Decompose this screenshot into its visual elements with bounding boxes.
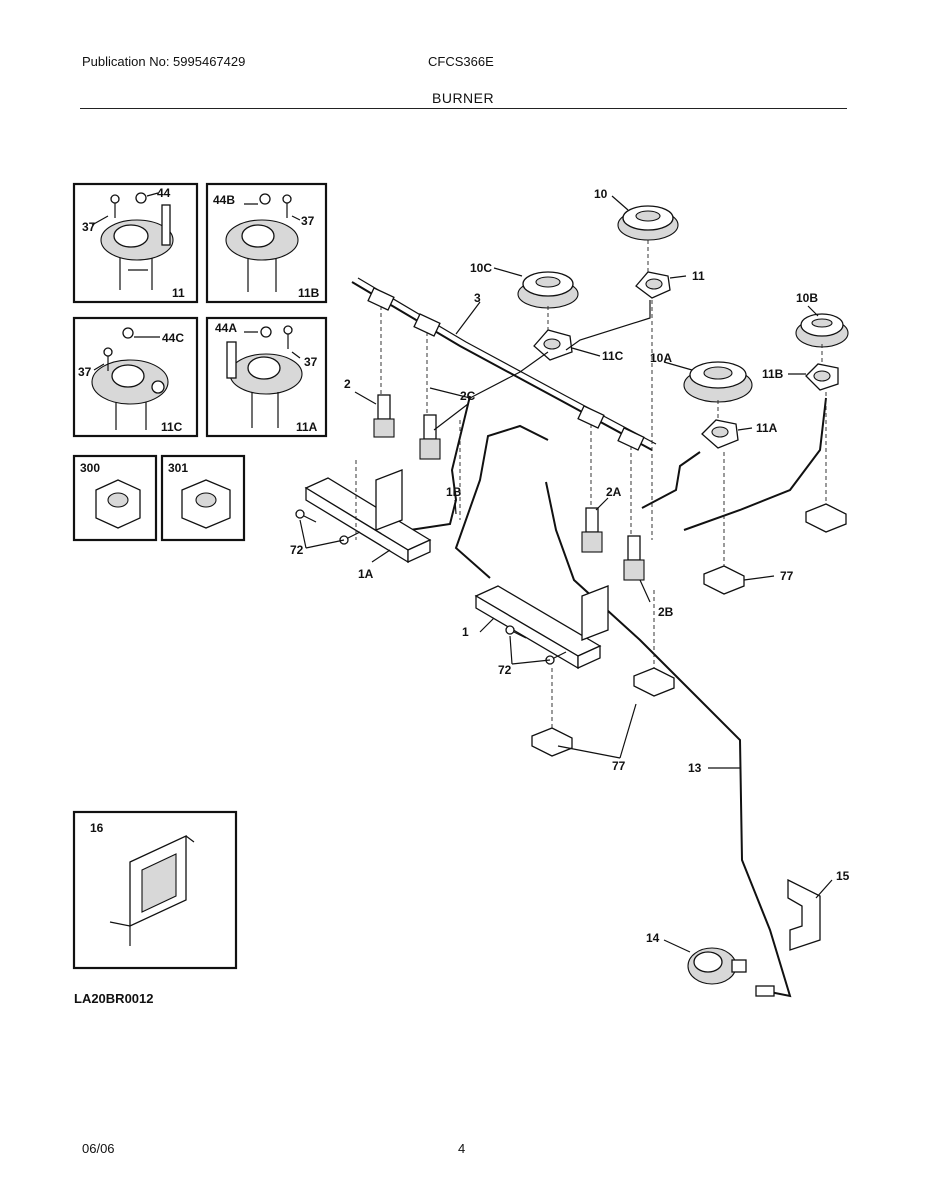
burner-head-11b (805, 363, 839, 391)
callout-2c: 2C (460, 389, 476, 403)
bracket-77-b (703, 565, 745, 595)
callout-11c: 11C (602, 349, 624, 363)
header-rule (80, 108, 847, 109)
main-exploded-view (295, 205, 849, 998)
label-37: 37 (304, 355, 318, 369)
callout-11b: 11B (762, 367, 784, 381)
callout-1b: 1B (446, 485, 462, 499)
label-44b: 44B (213, 193, 235, 207)
burner-head-11 (635, 271, 671, 299)
inset-box-11b: 44B 37 11B (205, 182, 328, 304)
inset-box-300: 300 (72, 454, 158, 542)
label-300: 300 (80, 461, 100, 475)
diagram-code: LA20BR0012 (74, 991, 154, 1006)
valve-2a (581, 507, 603, 553)
burner-base-10c (517, 271, 579, 309)
bracket-15 (787, 878, 821, 951)
manifold-1 (474, 585, 609, 670)
publication-number: Publication No: 5995467429 (82, 54, 246, 69)
callout-3: 3 (474, 291, 481, 305)
page-number: 4 (458, 1141, 466, 1156)
callouts: 10 10C 3 11 10B 11C 10A 11B 2 2C 11A 1B … (290, 187, 850, 953)
inset-box-11c: 44C 37 11C (72, 316, 199, 438)
callout-72-upper: 72 (290, 543, 304, 557)
model-number: CFCS366E (428, 54, 494, 69)
burner-head-11c (533, 329, 573, 361)
callout-2: 2 (344, 377, 351, 391)
screws-72-lower (505, 625, 567, 665)
callout-1: 1 (462, 625, 469, 639)
screws-72-upper (295, 509, 361, 545)
callout-77-lower: 77 (612, 759, 626, 773)
manifold-1a (304, 469, 432, 564)
inset-box-16: 16 (72, 810, 238, 970)
burner-base-10 (617, 205, 679, 241)
callout-2a: 2A (606, 485, 622, 499)
label-16: 16 (90, 821, 104, 835)
callout-11: 11 (692, 269, 705, 283)
burner-base-10b (795, 313, 849, 348)
callout-10c: 10C (470, 261, 492, 275)
inset-box-301: 301 (160, 454, 246, 542)
label-37: 37 (78, 365, 92, 379)
label-44a: 44A (215, 321, 237, 335)
bracket-77-c (633, 667, 675, 697)
bracket-77-d (531, 727, 573, 757)
bracket-77-a (805, 503, 847, 533)
callout-13: 13 (688, 761, 702, 775)
callout-2b: 2B (658, 605, 674, 619)
callout-77-right: 77 (780, 569, 794, 583)
label-44: 44 (157, 186, 171, 200)
valve-2b (623, 535, 645, 581)
label-44c: 44C (162, 331, 184, 345)
callout-15: 15 (836, 869, 850, 883)
footer-date: 06/06 (82, 1141, 115, 1156)
valve-2 (373, 394, 395, 438)
label-11a: 11A (296, 420, 318, 434)
label-11: 11 (172, 286, 185, 300)
burner-head-11a (701, 419, 739, 449)
valve-2c (419, 414, 441, 460)
inset-box-11: 37 44 11 (72, 182, 199, 304)
burner-base-10a (683, 361, 753, 403)
label-301: 301 (168, 461, 188, 475)
callout-11a: 11A (756, 421, 778, 435)
callout-10: 10 (594, 187, 608, 201)
callout-10b: 10B (796, 291, 818, 305)
label-11c: 11C (161, 420, 183, 434)
inset-box-11a: 44A 37 11A (205, 316, 328, 438)
section-title: BURNER (432, 90, 495, 106)
callout-10a: 10A (650, 351, 672, 365)
label-37: 37 (82, 220, 96, 234)
label-11b: 11B (298, 286, 320, 300)
label-37: 37 (301, 214, 315, 228)
callout-1a: 1A (358, 567, 374, 581)
callout-14: 14 (646, 931, 660, 945)
pressure-regulator-14 (687, 947, 775, 997)
callout-72-lower: 72 (498, 663, 512, 677)
